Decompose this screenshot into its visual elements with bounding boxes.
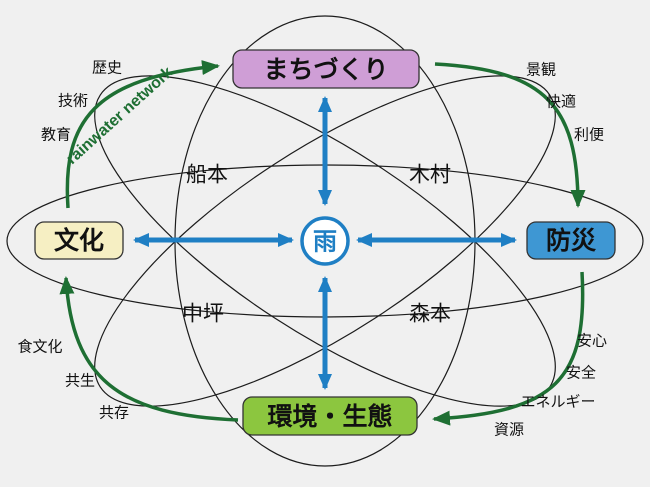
outer-label-energy: エネルギー [520, 394, 595, 411]
outer-label-education: 教育 [41, 127, 71, 144]
arc-town-to-disaster [434, 62, 586, 208]
outer-label-safety: 安全 [566, 364, 596, 382]
center-circle [300, 216, 350, 266]
center-node: 雨 [300, 216, 350, 266]
quadrant-bottom-right: 森本 [409, 303, 451, 326]
green-cycle [59, 60, 586, 426]
arc-disaster-to-environment [432, 271, 585, 426]
node-disaster: 防災 [526, 221, 616, 260]
outer-label-symbiosis: 共生 [65, 373, 95, 390]
node-town-box [232, 49, 420, 89]
ellipse-diagonal-up [94, 75, 556, 407]
node-disaster-box [526, 221, 616, 260]
outer-label-coexistence: 共存 [99, 405, 129, 422]
node-town-label: まちづくり [263, 56, 388, 84]
center-label: 雨 [313, 229, 337, 256]
node-town: まちづくり [232, 49, 420, 89]
node-environment-label: 環境・生態 [267, 402, 392, 431]
quadrant-top-left: 船本 [186, 164, 228, 187]
outer-label-food-culture: 食文化 [17, 339, 62, 356]
outer-label-landscape: 景観 [526, 62, 556, 79]
node-environment-box [242, 396, 418, 436]
node-environment: 環境・生態 [242, 396, 418, 436]
node-culture-box [34, 221, 124, 260]
outer-label-history: 歴史 [92, 60, 122, 77]
outer-label-technology: 技術 [58, 93, 88, 110]
node-culture-label: 文化 [54, 226, 104, 255]
blue-arrows [133, 96, 517, 390]
quadrant-top-right: 木村 [409, 164, 451, 187]
outer-label-convenience: 利便 [574, 127, 604, 144]
outer-label-security: 安心 [577, 333, 607, 350]
outer-label-resources: 資源 [494, 422, 524, 439]
outer-labels: 歴史 技術 教育 景観 快適 利便 食文化 共生 共存 安心 安全 エネルギー … [17, 60, 607, 439]
network-label: rainwater network [63, 64, 176, 168]
quadrant-bottom-left: 中坪 [182, 303, 224, 326]
arc-culture-to-town [65, 60, 220, 209]
outer-label-comfort: 快適 [546, 93, 576, 111]
node-disaster-label: 防災 [546, 227, 597, 255]
arc-environment-to-culture [59, 276, 239, 422]
quadrant-names: 船本 木村 中坪 森本 [182, 164, 451, 326]
node-culture: 文化 [34, 221, 124, 260]
